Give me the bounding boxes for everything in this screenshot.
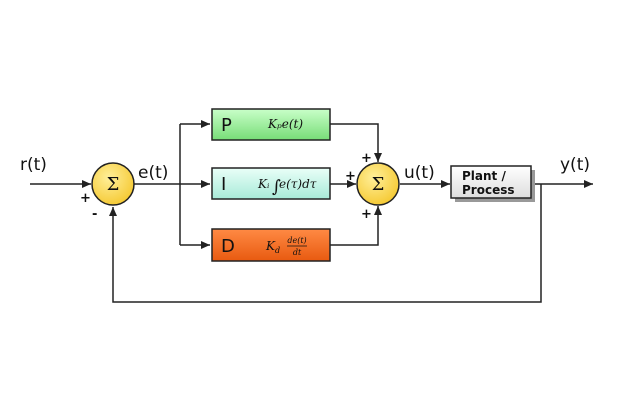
sum1-minus-sign: - [92,207,97,222]
d-block-gain: K [265,239,276,253]
reference-signal-label: r(t) [20,155,47,175]
control-signal-label: u(t) [404,163,435,183]
i-block-integral: ∫ [272,177,281,197]
error-signal-label: e(t) [138,163,168,183]
p-block-box [211,108,331,141]
d-block-denominator: dt [293,248,302,257]
sum2-symbol: Σ [372,174,385,195]
d-block-numerator: de(t) [287,236,306,245]
p-block-formula: Kₚe(t) [267,117,303,131]
p-block-letter: P [221,115,232,136]
plant-process-block: Plant / Process [450,165,535,202]
sum2-circle [356,162,400,206]
sum1-circle [91,162,135,206]
d-out-line [330,206,382,246]
sum2-plus-bottom: + [361,207,372,222]
sum1-symbol: Σ [107,174,120,195]
i-block-box [211,167,331,200]
d-block-letter: D [221,236,235,257]
proportional-block: P Kₚe(t) [211,108,331,141]
summing-junction-error: Σ + - [80,162,135,222]
feedback-line [109,184,542,303]
output-signal-label: y(t) [560,155,590,175]
i-block-letter: I [221,174,226,195]
plant-label-line2: Process [462,183,515,197]
p-out-line [330,123,382,162]
d-block-box [211,228,331,262]
connection-lines [30,120,593,303]
sum2-plus-top: + [361,151,372,166]
d-block-gain-sub: d [275,246,280,255]
i-block-formula: e(τ)dτ [279,177,317,191]
sum1-plus-sign: + [80,191,91,206]
i-block-gain: Kᵢ [257,177,270,191]
integral-block: I Kᵢ ∫ e(τ)dτ [211,167,331,200]
derivative-block: D K d de(t) dt [211,228,331,262]
plant-label-line1: Plant / [462,169,506,183]
plant-box [450,165,532,199]
summing-junction-control: Σ + + + [345,151,400,222]
sum2-plus-left: + [345,169,356,184]
